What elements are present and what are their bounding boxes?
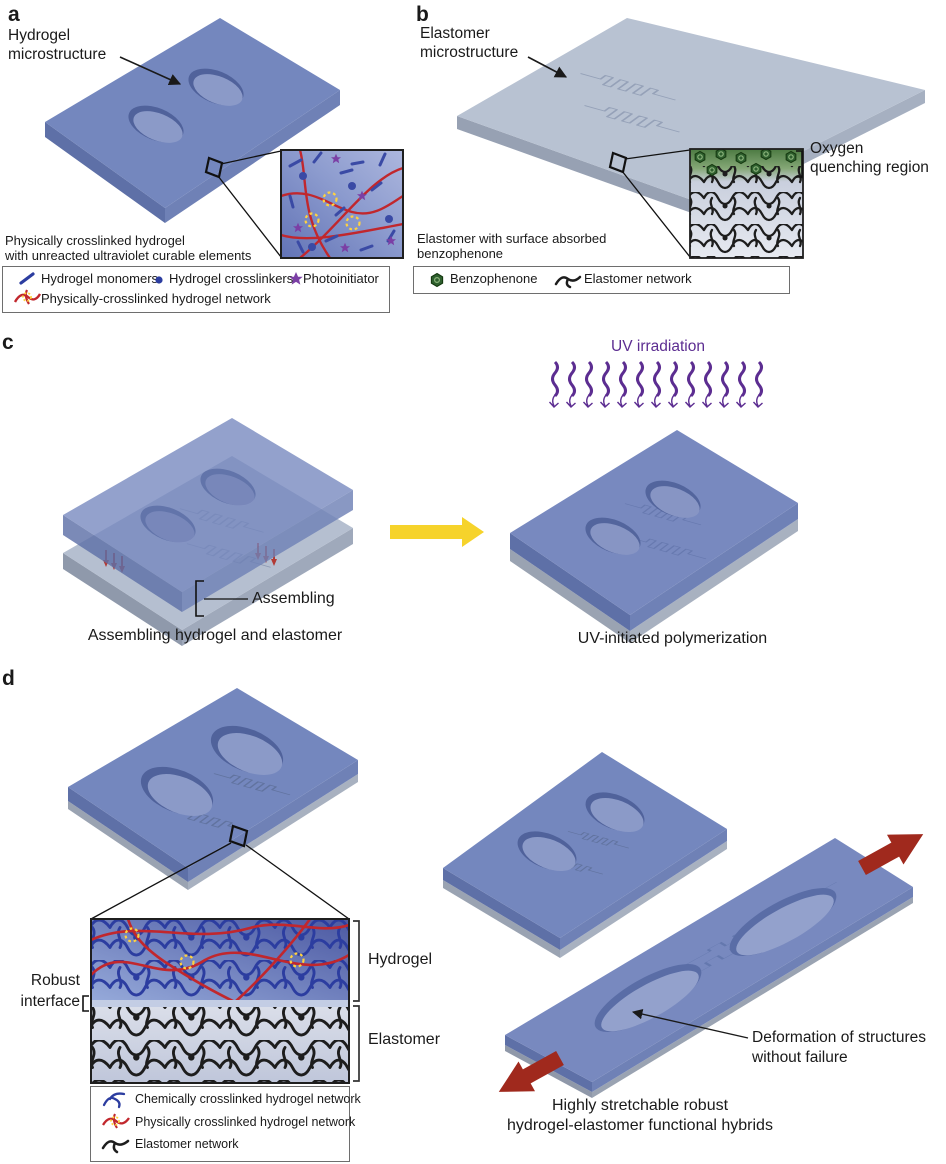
panel-a-letter: a	[8, 3, 20, 26]
panel-c-left-caption: Assembling hydrogel and elastomer	[87, 627, 343, 644]
legend-monomers-label: Hydrogel monomers	[41, 271, 159, 286]
panel-d-magnifier	[90, 824, 350, 920]
legend-benzophenone-label: Benzophenone	[450, 271, 538, 286]
panel-d-legend-box: Chemically crosslinked hydrogel network …	[90, 1086, 361, 1162]
hydrogel-monomer-icon	[17, 269, 39, 287]
panel-c-letter: c	[2, 331, 14, 354]
panel-d-hybrid-slab	[68, 688, 358, 890]
elastomer-microstructure-label-line2: microstructure	[420, 44, 519, 61]
panel-b-letter: b	[416, 3, 429, 26]
panel-d-interface-inset	[82, 918, 360, 1084]
robust-interface-label-line2: interface	[20, 993, 80, 1010]
elastomer-label-pointer	[527, 56, 568, 78]
robust-interface-label-line1: Robust	[30, 972, 80, 989]
uv-irradiation-label: UV irradiation	[611, 338, 705, 355]
panel-a-legend-box: Hydrogel monomers Hydrogel crosslinkers …	[2, 266, 390, 313]
deformation-label-line2: without failure	[752, 1049, 848, 1066]
uv-rays	[548, 360, 764, 409]
legend-physical-network-label: Physically-crosslinked hydrogel network	[41, 291, 271, 306]
panel-b-caption-line1: Elastomer with surface absorbed	[417, 231, 607, 246]
hydrogel-crosslinkers	[299, 172, 393, 251]
hydrogel-microstructure-label-line2: microstructure	[8, 46, 107, 63]
elastomer-network-icon	[554, 270, 582, 290]
benzophenone-molecules	[694, 149, 797, 177]
legend-photoinitiator-label: Photoinitiator	[303, 271, 379, 286]
hydrogel-well	[128, 68, 244, 143]
panel-d-relaxed-slab	[443, 752, 727, 958]
panel-a-caption-line2: with unreacted ultraviolet curable eleme…	[5, 248, 252, 263]
elastomer-network-icon-d	[101, 1134, 131, 1154]
assembling-bracket	[195, 580, 248, 617]
hydrogel-microstructure-label-line1: Hydrogel	[8, 27, 71, 44]
stretched-wells	[594, 888, 837, 1032]
physical-network-icon	[101, 1112, 131, 1132]
panel-b-legend-box: Benzophenone Elastomer network	[413, 266, 790, 294]
elastomer-network	[690, 166, 803, 258]
legend-elastomer-network-label: Elastomer network	[584, 271, 692, 286]
panel-c-cured-hybrid-slab	[510, 430, 798, 643]
panel-a-magnifier	[204, 150, 282, 258]
deformation-pointer	[631, 1008, 749, 1039]
panel-a-hydrogel-slab	[45, 18, 340, 223]
chemical-network-icon	[101, 1090, 131, 1110]
panel-b-caption-line2: benzophenone	[417, 246, 504, 261]
legend-elastomer-label: Elastomer network	[135, 1137, 239, 1151]
panel-d-caption-line2: hydrogel-elastomer functional hybrids	[507, 1117, 773, 1134]
stretch-arrow-right	[853, 819, 932, 883]
physical-crosslink-markers-d	[124, 927, 305, 970]
panel-d-caption-line1: Highly stretchable robust	[551, 1097, 729, 1114]
elastomer-bracket	[353, 1005, 360, 1082]
panel-b-inset	[689, 148, 804, 259]
hydrogel-crosslinker-icon	[151, 270, 167, 288]
robust-interface-bracket	[82, 995, 89, 1012]
physically-crosslinked-network-d	[91, 919, 349, 1004]
panel-b-magnifier	[608, 149, 691, 258]
panel-d-stretched-slab	[505, 838, 913, 1098]
elastomer-microstructure-label-line1: Elastomer	[420, 25, 490, 42]
benzophenone-icon	[428, 271, 446, 289]
assembling-label: Assembling	[252, 590, 335, 607]
interface-band	[91, 1000, 349, 1007]
panel-c-right-caption: UV-initiated polymerization	[577, 630, 768, 647]
panel-a-inset	[280, 149, 404, 259]
process-arrow	[390, 517, 484, 547]
deformation-label-line1: Deformation of structures	[752, 1029, 927, 1046]
panel-c-hydrogel-layer	[63, 418, 353, 612]
hydrogel-region-label: Hydrogel	[368, 951, 433, 968]
photoinitiator-icon	[287, 269, 305, 287]
hydrogel-bracket	[353, 920, 360, 1002]
elastomer-region-label: Elastomer	[368, 1031, 441, 1048]
hydrogel-label-pointer	[119, 56, 182, 86]
legend-physical-label: Physically crosslinked hydrogel network	[135, 1115, 356, 1129]
oxygen-region-label-line2: quenching region	[810, 159, 929, 176]
elastomer-network-d	[91, 1007, 349, 1083]
oxygen-region-bracket	[796, 150, 803, 178]
panel-d-letter: d	[2, 667, 15, 690]
panel-a-caption-line1: Physically crosslinked hydrogel	[5, 233, 185, 248]
physical-crosslink-markers	[304, 191, 361, 231]
legend-chemical-label: Chemically crosslinked hydrogel network	[135, 1092, 361, 1106]
physically-crosslinked-network-icon	[13, 288, 41, 308]
oxygen-region-label-line1: Oxygen	[810, 140, 864, 157]
legend-crosslinkers-label: Hydrogel crosslinkers	[169, 271, 294, 286]
